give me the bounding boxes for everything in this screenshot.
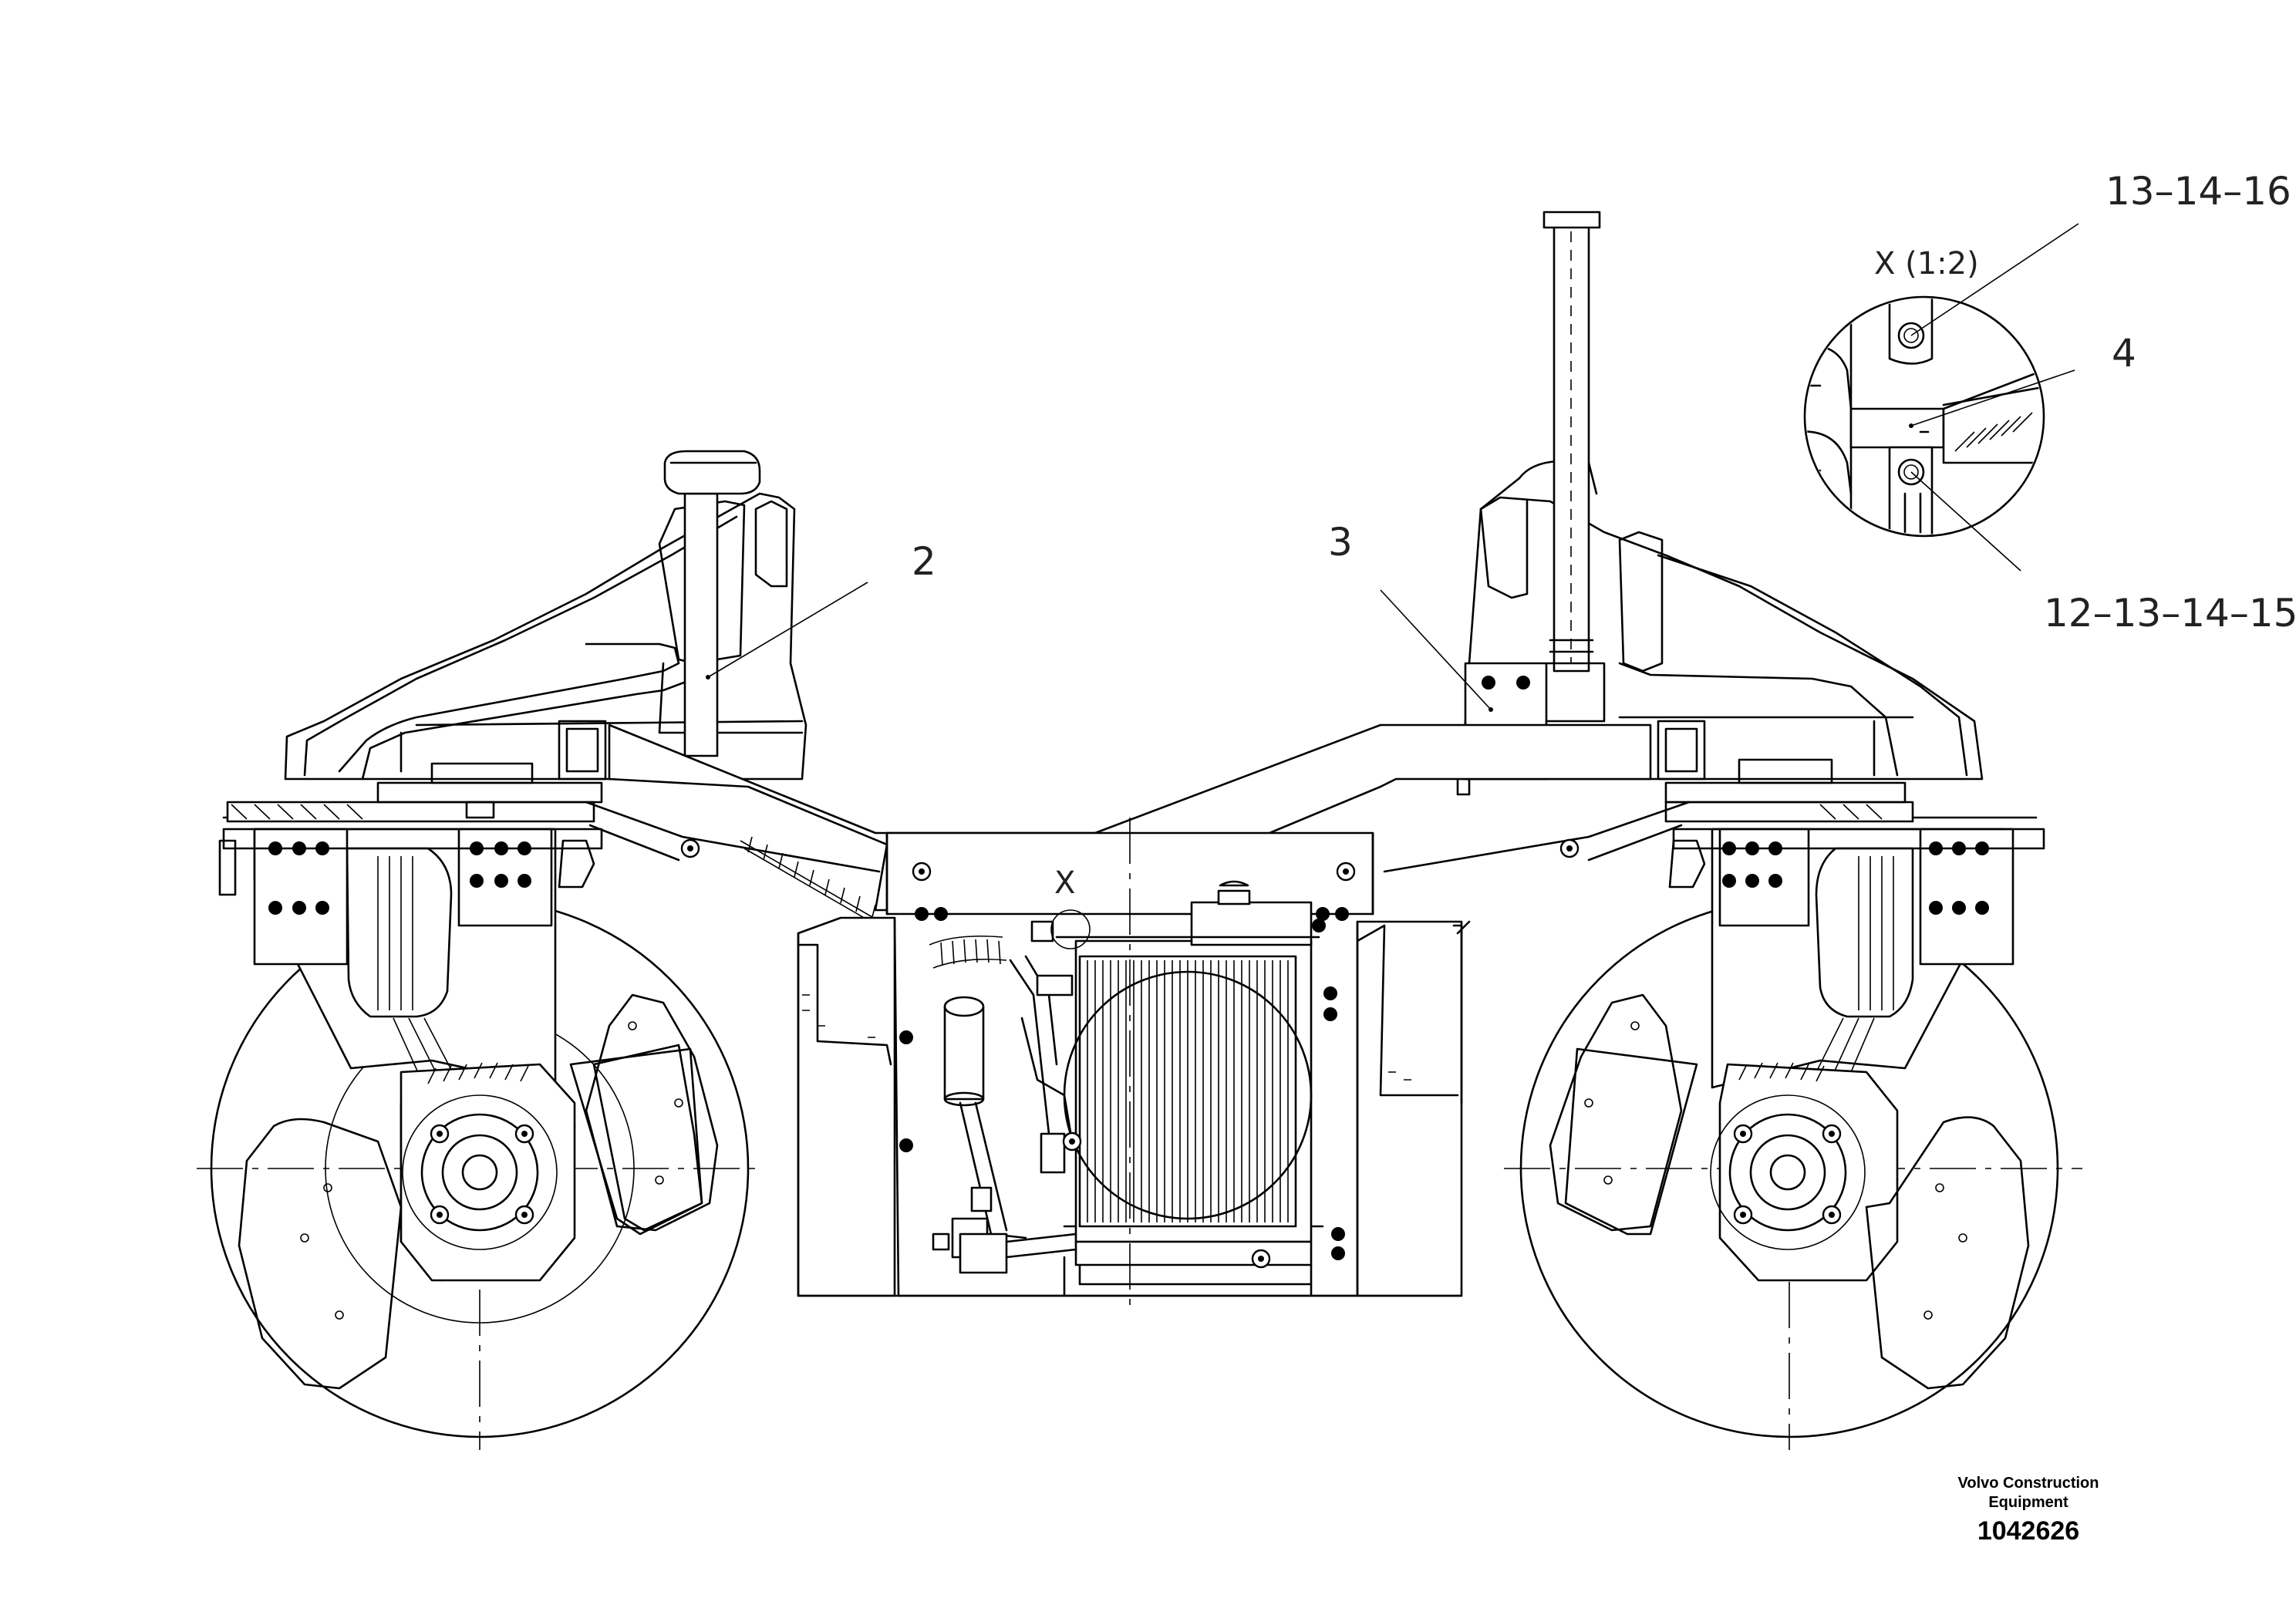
brand-name-line2: Equipment <box>1988 1494 2068 1511</box>
leader-2 <box>707 582 868 678</box>
callout-2: 2 <box>912 539 936 584</box>
callout-3: 3 <box>1328 520 1353 565</box>
callout-4: 4 <box>2112 331 2136 376</box>
left-drum-assembly <box>197 816 760 1450</box>
leader-3 <box>1380 589 1492 710</box>
drawing-number: 1042626 <box>1977 1516 2080 1546</box>
callout-13-14-16: 13–14–16 <box>2106 169 2291 214</box>
right-hood <box>1456 211 1984 823</box>
callout-12-13-14-15: 12–13–14–15 <box>2044 591 2296 636</box>
radiator-core <box>1087 960 1289 1222</box>
detail-x-label: X <box>1054 865 1075 901</box>
engine-compartment <box>797 818 1471 1311</box>
detail-x-marker <box>1050 909 1091 949</box>
detail-x-title: X (1:2) <box>1874 246 1979 282</box>
left-hood <box>218 450 807 896</box>
right-drum-assembly <box>1504 816 2082 1450</box>
detail-x-view <box>1803 223 2079 572</box>
brand-name-line1: Volvo Construction <box>1957 1475 2099 1492</box>
